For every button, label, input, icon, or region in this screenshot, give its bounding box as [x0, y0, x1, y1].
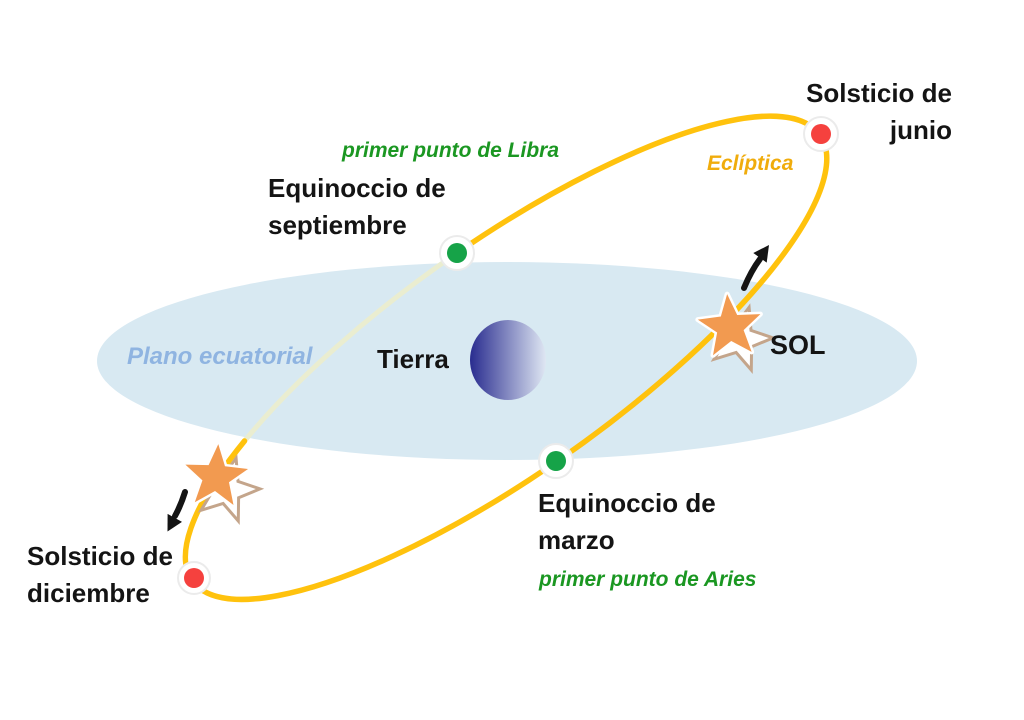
sun-label: SOL — [770, 330, 826, 360]
sun-star-body — [182, 441, 251, 508]
arrow-head — [753, 245, 769, 263]
sun-star-december — [182, 441, 265, 525]
march-equinox-line2: marzo — [538, 525, 615, 555]
sun-star-body — [695, 291, 763, 358]
december-solstice-label: Solsticio de diciembre — [27, 538, 173, 612]
earth-sphere — [470, 320, 546, 400]
aries-point-label: primer punto de Aries — [539, 568, 757, 591]
dot-core — [546, 451, 566, 471]
arrow-head — [167, 513, 182, 532]
libra-point-label: primer punto de Libra — [342, 139, 560, 162]
ecliptic-hidden-arc — [242, 250, 459, 443]
arrow-shaft — [741, 256, 763, 291]
earth-label: Tierra — [377, 344, 449, 374]
september-equinox-line2: septiembre — [268, 210, 407, 240]
dot-core — [184, 568, 204, 588]
arrow-shaft — [172, 489, 188, 519]
september-equinox-line1: Equinoccio de — [268, 173, 446, 203]
equatorial-plane-label: Plano ecuatorial — [127, 343, 313, 370]
june-solstice-line2: junio — [889, 115, 952, 145]
dot-core — [447, 243, 467, 263]
motion-arrow-southwest — [167, 489, 188, 532]
dot-core — [811, 124, 831, 144]
ecliptic-label: Eclíptica — [707, 152, 794, 175]
march-equinox-line1: Equinoccio de — [538, 488, 716, 518]
december-solstice-line1: Solsticio de — [27, 541, 173, 571]
june-solstice-line1: Solsticio de — [806, 78, 952, 108]
sun-star — [695, 291, 778, 374]
september-equinox-dot — [439, 235, 475, 271]
june-solstice-label: Solsticio de junio — [806, 75, 952, 149]
march-equinox-dot — [538, 443, 574, 479]
september-equinox-label: Equinoccio de septiembre — [268, 170, 446, 244]
june-solstice-dot — [803, 116, 839, 152]
march-equinox-label: Equinoccio de marzo — [538, 485, 716, 559]
december-solstice-line2: diciembre — [27, 578, 150, 608]
motion-arrow-northeast — [741, 245, 769, 291]
december-solstice-dot — [177, 561, 211, 595]
